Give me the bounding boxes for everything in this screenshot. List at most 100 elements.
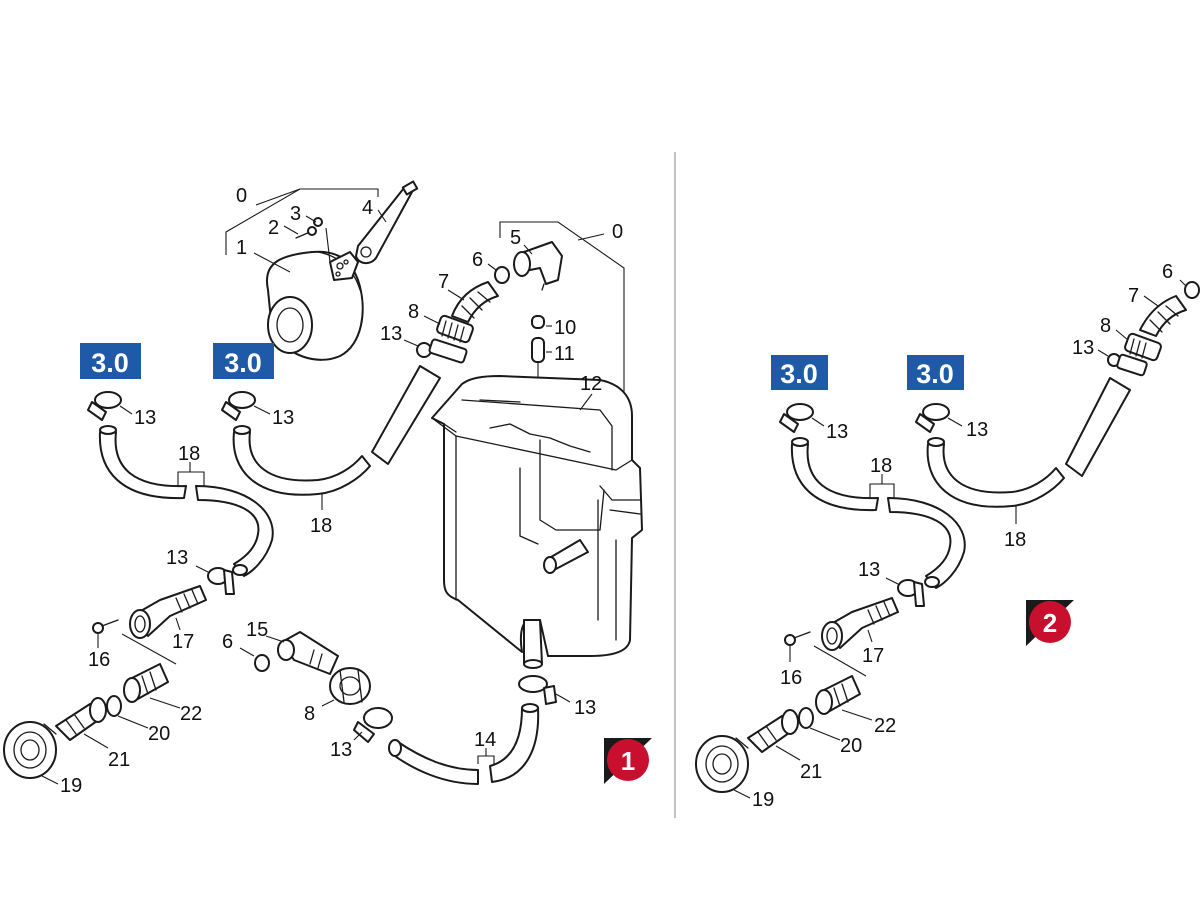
clamp-part-13-v2-a bbox=[779, 403, 814, 433]
label-17-v2: 17 bbox=[862, 645, 884, 667]
coupling-nut-part-19 bbox=[3, 721, 57, 779]
o-ring-part-6-top bbox=[494, 266, 510, 284]
hose-nipple-part-7-v2 bbox=[1139, 295, 1187, 337]
label-3: 3 bbox=[290, 203, 301, 225]
view-2: 3.0 3.0 bbox=[695, 261, 1200, 811]
o-ring-part-6-lower bbox=[254, 654, 270, 672]
clamp-part-13-d bbox=[353, 707, 393, 743]
clamp-part-13-b bbox=[221, 391, 256, 421]
connector-part-17 bbox=[129, 585, 207, 639]
hose-nipple-part-21 bbox=[55, 697, 107, 741]
hose-part-18-a bbox=[98, 425, 274, 577]
nut-part-8-v2 bbox=[1124, 332, 1162, 362]
hose-part-18-b bbox=[232, 365, 441, 496]
clamp-part-13-top bbox=[416, 338, 468, 364]
washer-part-3 bbox=[313, 217, 323, 227]
label-16: 16 bbox=[88, 649, 110, 671]
hose-nipple-part-21-v2 bbox=[747, 709, 799, 753]
label-6-v2: 6 bbox=[1162, 261, 1173, 283]
clamp-part-13-v2-c bbox=[897, 579, 925, 607]
label-21-v2: 21 bbox=[800, 761, 822, 783]
connector-part-17-v2 bbox=[821, 597, 899, 651]
label-10: 10 bbox=[554, 317, 576, 339]
pin-part-11 bbox=[531, 337, 545, 363]
filter-part-22-v2 bbox=[815, 675, 861, 715]
label-15: 15 bbox=[246, 619, 268, 641]
tank-part-12 bbox=[431, 375, 643, 669]
label-13-c: 13 bbox=[166, 547, 188, 569]
view-1: 3.0 3.0 bbox=[3, 180, 652, 797]
label-11: 11 bbox=[554, 343, 575, 365]
badge-3-0-left-a: 3.0 bbox=[80, 343, 141, 379]
svg-text:2: 2 bbox=[1043, 608, 1057, 638]
label-4: 4 bbox=[362, 197, 373, 219]
screw-part-16-v2 bbox=[784, 631, 811, 646]
label-16-v2: 16 bbox=[780, 667, 802, 689]
elbow-part-5 bbox=[513, 241, 563, 291]
label-13-v2-b: 13 bbox=[966, 419, 988, 441]
label-17: 17 bbox=[172, 631, 194, 653]
label-22: 22 bbox=[180, 703, 202, 725]
label-8-lower: 8 bbox=[304, 703, 315, 725]
label-19: 19 bbox=[60, 775, 82, 797]
o-ring-part-20-v2 bbox=[798, 707, 814, 729]
label-12: 12 bbox=[580, 373, 602, 395]
coupling-nut-part-19-v2 bbox=[695, 735, 749, 793]
label-2: 2 bbox=[268, 217, 279, 239]
label-19-v2: 19 bbox=[752, 789, 774, 811]
label-13-v2-top: 13 bbox=[1072, 337, 1094, 359]
badge-3-0-right-b: 3.0 bbox=[907, 355, 964, 390]
svg-text:3.0: 3.0 bbox=[916, 359, 954, 389]
view-marker-2: 2 bbox=[1026, 600, 1074, 646]
clamp-part-13-c bbox=[207, 567, 235, 595]
screw-part-2 bbox=[295, 226, 317, 239]
svg-text:1: 1 bbox=[621, 746, 635, 776]
label-13-a: 13 bbox=[134, 407, 156, 429]
label-7: 7 bbox=[438, 271, 449, 293]
clamp-part-13-v2-top bbox=[1107, 353, 1148, 377]
label-14: 14 bbox=[474, 729, 496, 751]
label-13-top: 13 bbox=[380, 323, 402, 345]
label-20-v2: 20 bbox=[840, 735, 862, 757]
clamp-part-13-v2-b bbox=[915, 403, 950, 433]
o-ring-part-20 bbox=[106, 695, 122, 717]
svg-text:3.0: 3.0 bbox=[224, 348, 262, 378]
label-0-float: 0 bbox=[236, 185, 247, 207]
label-18-v2-a: 18 bbox=[870, 455, 892, 477]
label-13-v2-c: 13 bbox=[858, 559, 880, 581]
clamp-part-13-e bbox=[518, 675, 557, 705]
filter-part-22 bbox=[123, 663, 169, 703]
bracket-group-0-float bbox=[225, 188, 379, 255]
label-20: 20 bbox=[148, 723, 170, 745]
o-ring-part-6-v2 bbox=[1184, 281, 1200, 299]
label-13-d: 13 bbox=[330, 739, 352, 761]
part-labels-view-1: 0 1 2 3 4 0 5 6 7 8 13 10 11 12 13 13 18… bbox=[60, 185, 623, 797]
view-marker-1: 1 bbox=[604, 738, 652, 784]
label-8-v2: 8 bbox=[1100, 315, 1111, 337]
label-8-top: 8 bbox=[408, 301, 419, 323]
label-21: 21 bbox=[108, 749, 130, 771]
hose-nipple-part-7 bbox=[451, 281, 499, 323]
nut-part-8-lower bbox=[329, 667, 371, 705]
label-13-v2-a: 13 bbox=[826, 421, 848, 443]
label-18-a: 18 bbox=[178, 443, 200, 465]
badge-3-0-left-b: 3.0 bbox=[213, 343, 274, 379]
svg-text:3.0: 3.0 bbox=[91, 348, 129, 378]
svg-text:3.0: 3.0 bbox=[780, 359, 818, 389]
spacer-part-10 bbox=[531, 315, 545, 329]
screw-part-16 bbox=[92, 619, 119, 634]
label-7-v2: 7 bbox=[1128, 285, 1139, 307]
part-labels-view-2: 6 7 8 13 13 13 18 18 13 17 16 22 20 21 1… bbox=[752, 261, 1173, 811]
lever-arm-part-4 bbox=[355, 180, 419, 264]
float-part-1 bbox=[265, 250, 364, 361]
elbow-fitting-part-15 bbox=[277, 631, 339, 675]
label-22-v2: 22 bbox=[874, 715, 896, 737]
label-13-b: 13 bbox=[272, 407, 294, 429]
label-6-top: 6 bbox=[472, 249, 483, 271]
label-5: 5 bbox=[510, 227, 521, 249]
label-18-v2-b: 18 bbox=[1004, 529, 1026, 551]
label-1: 1 bbox=[236, 237, 247, 259]
hose-part-18-v2-a bbox=[790, 437, 966, 589]
hose-part-18-v2-b bbox=[926, 377, 1131, 508]
